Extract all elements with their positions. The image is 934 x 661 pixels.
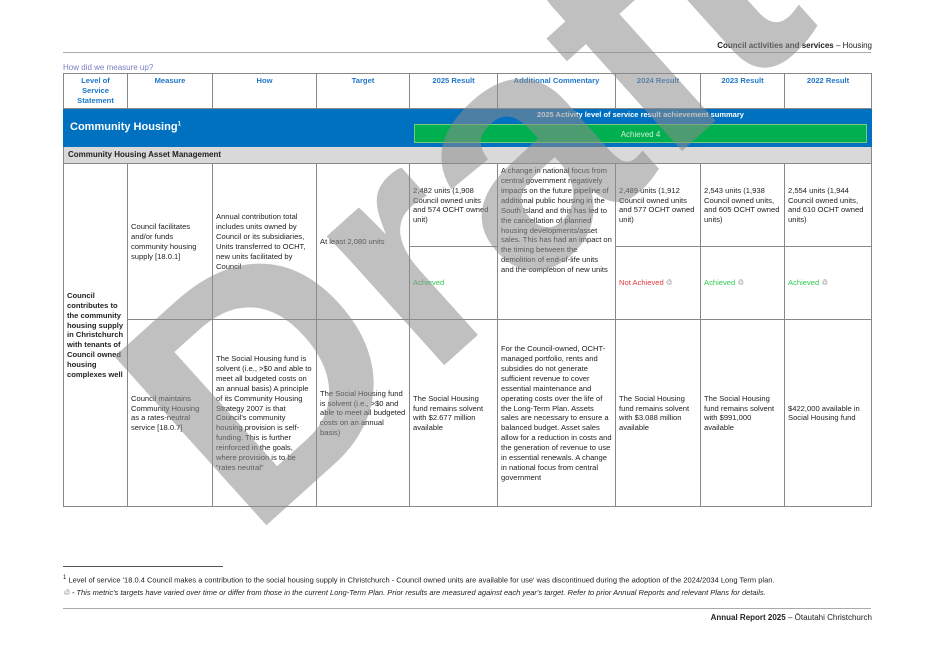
footnote-ref: 1 bbox=[177, 121, 181, 128]
result-2022: 2,554 units (1,944 Council owned units, … bbox=[784, 163, 872, 248]
col-header: How bbox=[212, 73, 317, 109]
table-row: Council maintains Community Housing as a… bbox=[64, 319, 872, 508]
status-2022: Achieved ♲ bbox=[784, 246, 872, 321]
footer-title: Annual Report 2025 bbox=[710, 613, 786, 622]
header-row: Level of Service Statement Measure How T… bbox=[63, 73, 872, 109]
page-header: Council activities and services – Housin… bbox=[717, 41, 872, 50]
result-2024: 2,489 units (1,912 Council owned units a… bbox=[615, 163, 701, 248]
summary-cell: Achieved 4 bbox=[409, 120, 872, 147]
how-cell: The Social Housing fund is solvent (i.e.… bbox=[212, 319, 317, 508]
status-text: Achieved bbox=[788, 278, 820, 288]
col-header: 2024 Result bbox=[615, 73, 701, 109]
result-2022: $422,000 available in Social Housing fun… bbox=[784, 319, 872, 508]
col-header: Target bbox=[316, 73, 410, 109]
col-header: 2022 Result bbox=[784, 73, 872, 109]
result-2023: 2,543 units (1,938 Council owned units, … bbox=[700, 163, 785, 248]
los-statement: Council contributes to the community hou… bbox=[63, 163, 128, 508]
result-2025: 2,482 units (1,908 Council owned units a… bbox=[409, 163, 498, 248]
summary-title: 2025 Activity level of service result ac… bbox=[409, 108, 872, 121]
how-cell: Annual contribution total includes units… bbox=[212, 163, 317, 321]
measure-cell: Council facilitates and/or funds communi… bbox=[127, 163, 213, 321]
varied-target-icon: ♲ bbox=[665, 278, 673, 288]
page-footer: Annual Report 2025 – Ōtautahi Christchur… bbox=[711, 613, 872, 622]
table-row: Council contributes to the community hou… bbox=[63, 163, 872, 508]
col-header: Measure bbox=[127, 73, 213, 109]
divider bbox=[63, 52, 871, 53]
status-text: Achieved bbox=[704, 278, 736, 288]
header-sub: Housing bbox=[842, 41, 872, 50]
commentary-cell: For the Council-owned, OCHT-managed port… bbox=[497, 319, 616, 508]
footnote-1: 1 Level of service '18.0.4 Council makes… bbox=[63, 575, 775, 585]
measure-cell: Council maintains Community Housing as a… bbox=[127, 319, 213, 508]
col-header: Additional Commentary bbox=[497, 73, 616, 109]
footnote-marker: 1 bbox=[63, 575, 67, 581]
divider bbox=[63, 608, 871, 609]
group-heading: Community Housing Asset Management bbox=[63, 145, 872, 165]
commentary-cell: A change in national focus from central … bbox=[497, 163, 616, 321]
varied-target-icon: ♲ bbox=[63, 588, 70, 597]
col-header: 2025 Result bbox=[409, 73, 498, 109]
status-2024: Not Achieved ♲ bbox=[615, 246, 701, 321]
target-cell: The Social Housing fund is solvent (i.e.… bbox=[316, 319, 410, 508]
status-text: Not Achieved bbox=[619, 278, 664, 288]
col-header: 2023 Result bbox=[700, 73, 785, 109]
result-2024: The Social Housing fund remains solvent … bbox=[615, 319, 701, 508]
col-header: Level of Service Statement bbox=[63, 73, 128, 109]
activity-band: Community Housing1 2025 Activity level o… bbox=[63, 108, 872, 147]
result-2023: The Social Housing fund remains solvent … bbox=[700, 319, 785, 508]
header-section: Council activities and services bbox=[717, 41, 834, 50]
table-row: Achieved Not Achieved ♲ Achieved ♲ Achie… bbox=[64, 246, 872, 321]
varied-target-icon: ♲ bbox=[737, 278, 745, 288]
activity-title: Community Housing1 bbox=[63, 108, 410, 147]
footnote-2: ♲ - This metric's targets have varied ov… bbox=[63, 588, 766, 597]
header-sep: – bbox=[833, 41, 843, 50]
achieved-summary-bar: Achieved 4 bbox=[414, 124, 867, 143]
target-cell: At least 2,080 units bbox=[316, 163, 410, 321]
footer-sub: Ōtautahi Christchurch bbox=[794, 613, 872, 622]
footer-sep: – bbox=[785, 613, 795, 622]
service-table: Level of Service Statement Measure How T… bbox=[63, 73, 872, 508]
footnote-text: - This metric's targets have varied over… bbox=[71, 588, 766, 597]
activity-title-text: Community Housing bbox=[70, 121, 178, 134]
result-2025: The Social Housing fund remains solvent … bbox=[409, 319, 498, 508]
footnote-text: Level of service '18.0.4 Council makes a… bbox=[68, 575, 775, 585]
status-2025: Achieved bbox=[409, 246, 498, 321]
varied-target-icon: ♲ bbox=[821, 278, 829, 288]
measure-heading: How did we measure up? bbox=[63, 63, 154, 72]
status-2023: Achieved ♲ bbox=[700, 246, 785, 321]
footnote-divider bbox=[63, 566, 223, 567]
